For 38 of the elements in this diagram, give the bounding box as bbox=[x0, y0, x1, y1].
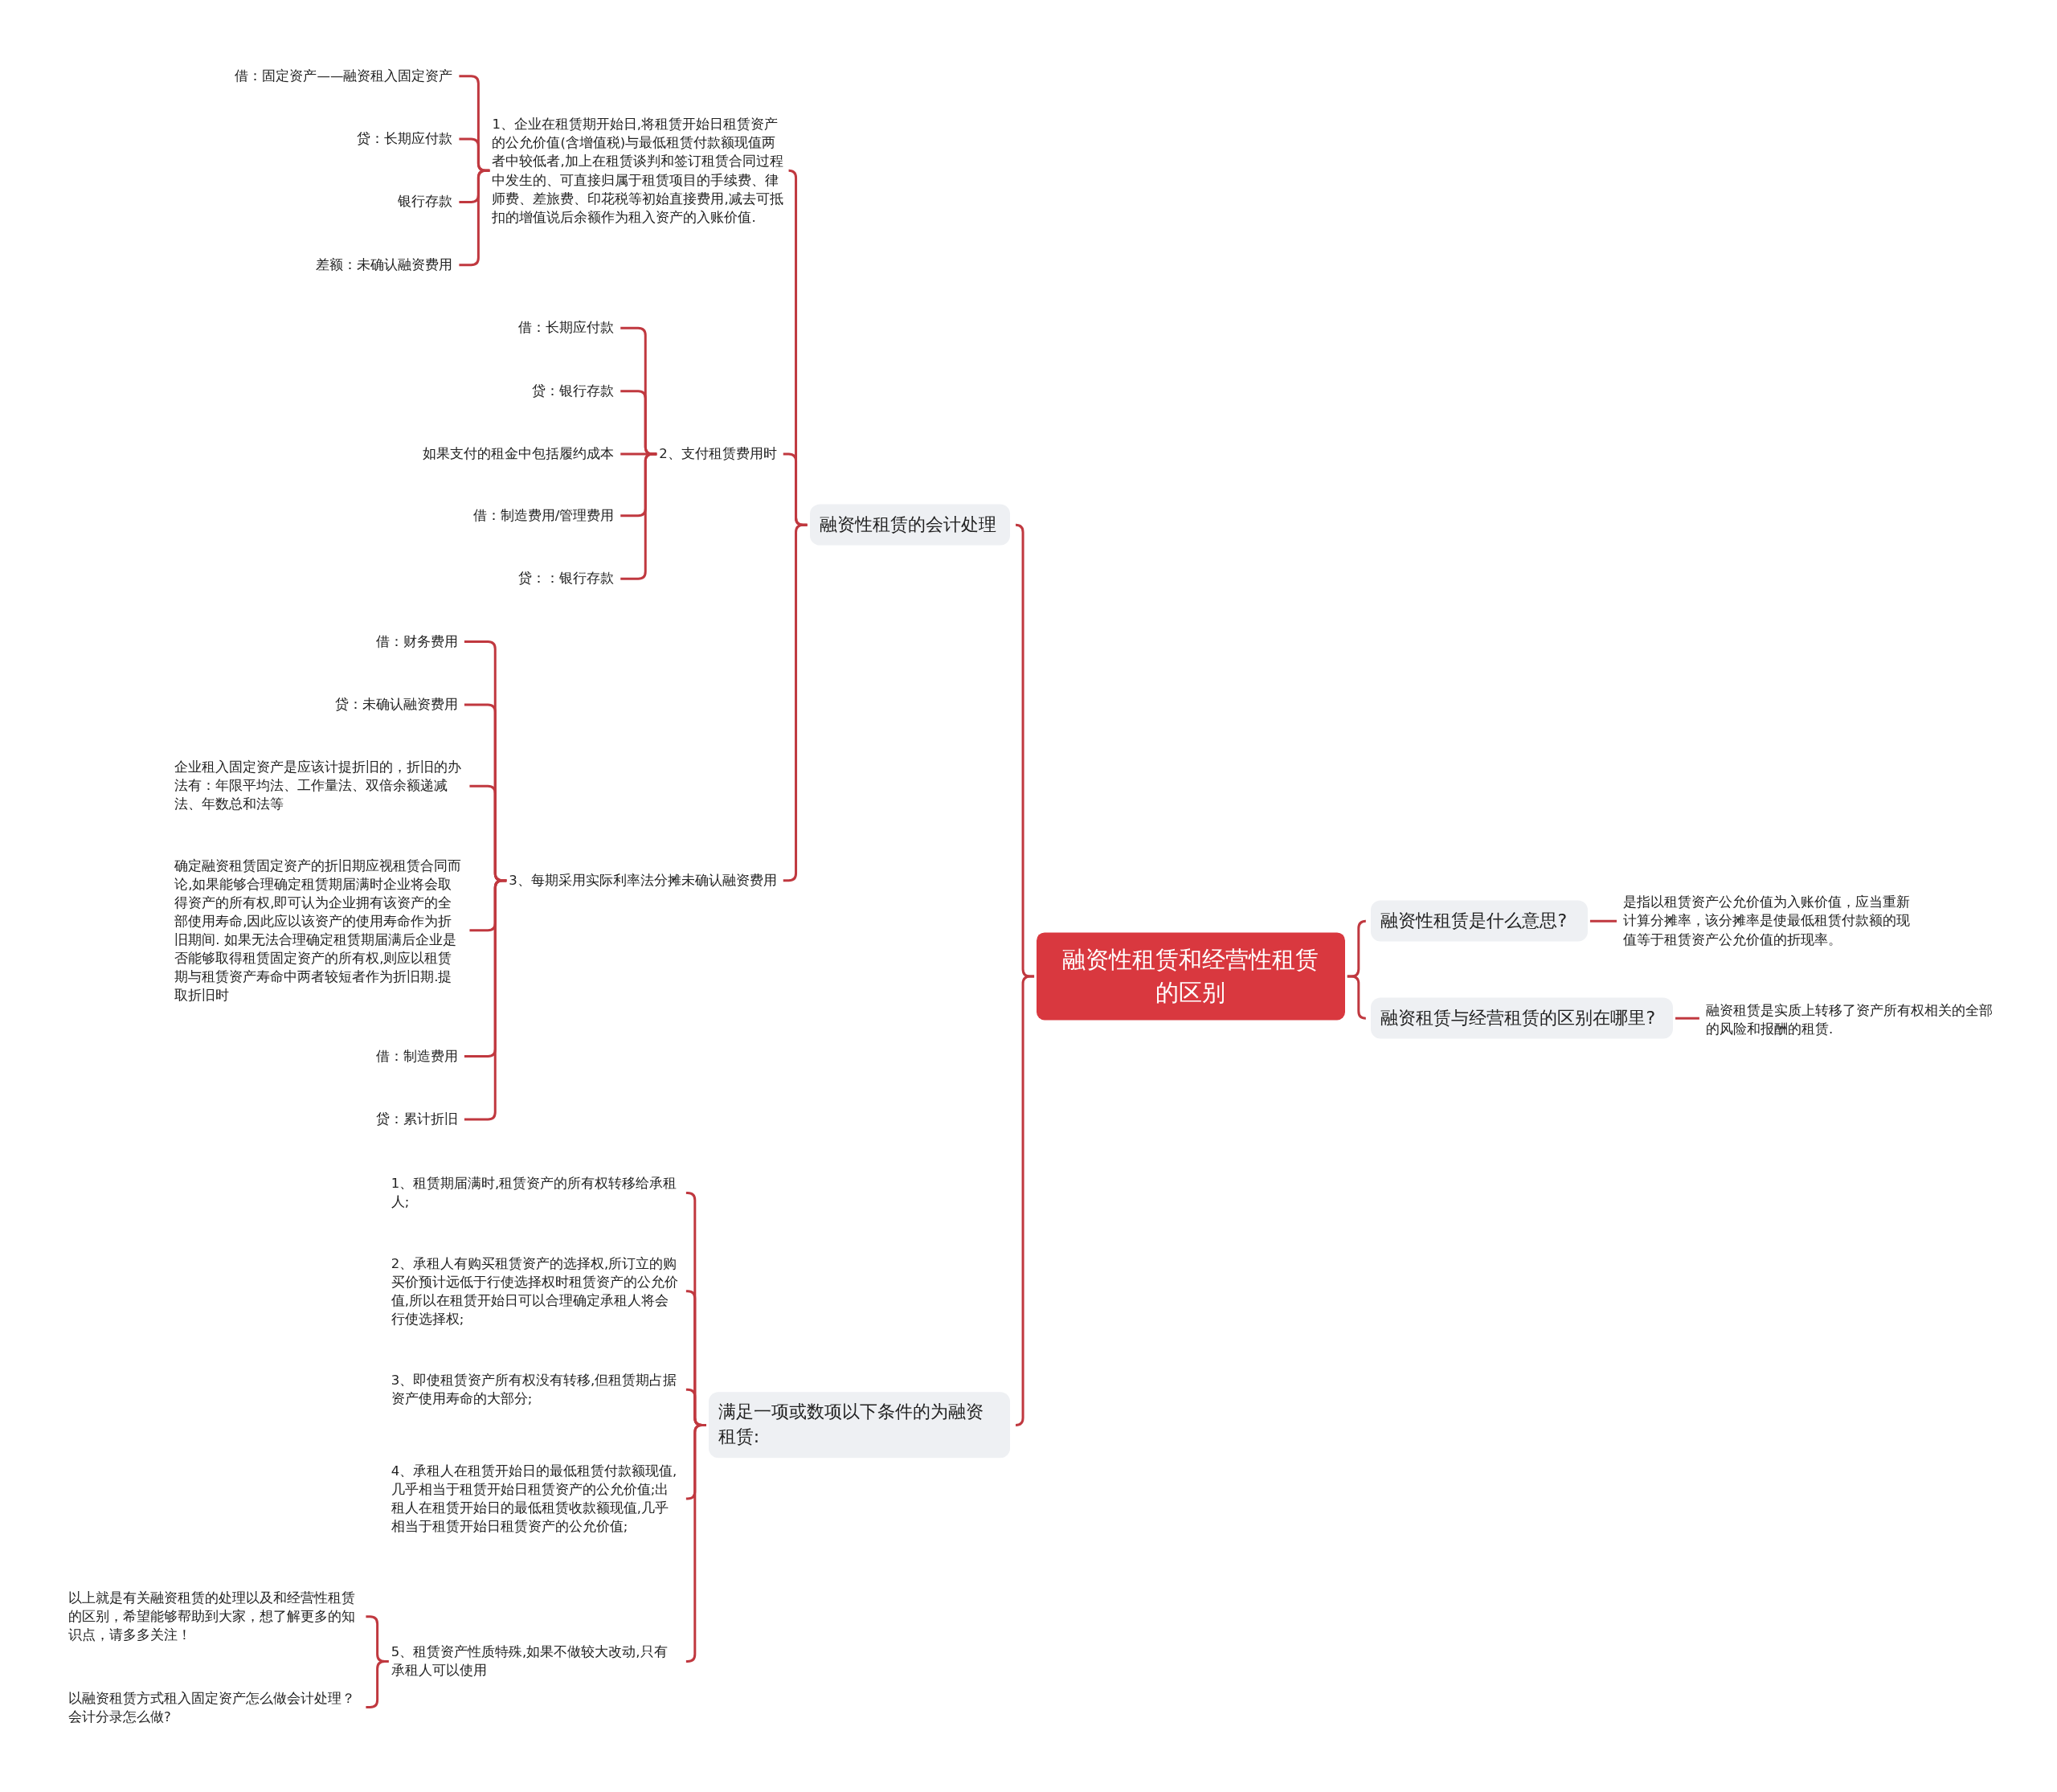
topic-text: 贷：未确认融资费用 bbox=[334, 695, 458, 714]
topic-text: 借：制造费用/管理费用 bbox=[472, 506, 615, 526]
central-topic-box: 融资性租赁和经营性租赁的区别 bbox=[1037, 932, 1345, 1021]
topic-text: 银行存款 bbox=[398, 192, 453, 211]
topic-text: 借：固定资产——融资租入固定资产 bbox=[235, 67, 453, 86]
topic-text: 以融资租赁方式租入固定资产怎么做会计处理？会计分录怎么做? bbox=[67, 1688, 360, 1726]
topic-text: 3、即使租赁资产所有权没有转移,但租赁期占据资产使用寿命的大部分; bbox=[391, 1371, 680, 1409]
topic-text: 2、承租人有购买租赁资产的选择权,所订立的购买价预计远低于行使选择权时租赁资产的公允价值,所以在租赁开始日可以合理确定承租人将会行使选择权; bbox=[391, 1254, 680, 1329]
topic-text: 借：长期应付款 bbox=[518, 318, 615, 338]
topic-text: 贷：长期应付款 bbox=[357, 129, 453, 149]
topic-text: 贷：累计折旧 bbox=[375, 1110, 458, 1129]
topic-text: 以上就是有关融资租赁的处理以及和经营性租赁的区别，希望能够帮助到大家，想了解更多的知识点，请多多关注！ bbox=[67, 1589, 360, 1645]
topic-box: 满足一项或数项以下条件的为融资租赁: bbox=[708, 1392, 1011, 1459]
connector-line bbox=[464, 879, 507, 1121]
topic-text: 如果支付的租金中包括履约成本 bbox=[423, 444, 615, 464]
topic-text: 差额：未确认融资费用 bbox=[316, 256, 453, 275]
connector-line bbox=[685, 1423, 706, 1663]
topic-text: 企业租入固定资产是应该计提折旧的，折旧的办法有：年限平均法、工作量法、双倍余额递减法、年数总和法等 bbox=[174, 758, 464, 814]
topic-text: 借：制造费用 bbox=[375, 1047, 458, 1066]
topic-text: 1、租赁期届满时,租赁资产的所有权转移给承租人; bbox=[391, 1174, 680, 1212]
topic-text: 3、每期采用实际利率法分摊未确认融资费用 bbox=[509, 871, 777, 890]
connector-line bbox=[1014, 975, 1035, 1426]
topic-text: 融资租赁是实质上转移了资产所有权相关的全部的风险和报酬的租赁. bbox=[1705, 1000, 1998, 1038]
topic-text: 4、承租人在租赁开始日的最低租赁付款额现值,几乎相当于租赁开始日租赁资产的公允价值;出租人在租赁开始日的最低租赁收款额现值,几乎相当于租赁开始日租赁资产的公允价值; bbox=[391, 1461, 680, 1536]
topic-text: 借：财务费用 bbox=[375, 632, 458, 652]
connector-line bbox=[1589, 919, 1617, 923]
topic-text: 贷：银行存款 bbox=[532, 382, 615, 401]
topic-box: 融资性租赁的会计处理 bbox=[809, 504, 1011, 546]
topic-text: 贷：：银行存款 bbox=[518, 569, 615, 588]
connector-line bbox=[1675, 1017, 1699, 1020]
topic-text: 2、支付租赁费用时 bbox=[659, 444, 777, 464]
topic-text: 确定融资租赁固定资产的折旧期应视租赁合同而论,如果能够合理确定租赁期届满时企业将会取得资产的所有权,即可认为企业拥有该资产的全部使用寿命,因此应以该资产的使用寿命作为折旧期间. 如果无法合理确定租赁期届满后企业是否能够取得租赁固定资产的所有权,则应以租赁期与租赁资产寿命中两者较短者作为折旧期.提取折旧时 bbox=[174, 856, 464, 1005]
topic-text: 1、企业在租赁期开始日,将租赁开始日租赁资产的公允价值(含增值税)与最低租赁付款额现值两者中较低者,加上在租赁谈判和签订租赁合同过程中发生的、可直接归属于租赁项目的手续费、律师费、差旅费、印花税等初始直接费用,减去可抵扣的增值说后余额作为租入资产的入账价值. bbox=[492, 115, 783, 227]
topic-box: 融资租赁与经营租赁的区别在哪里? bbox=[1371, 997, 1674, 1039]
connector-line bbox=[1347, 975, 1368, 1020]
topic-text: 5、租赁资产性质特殊,如果不做较大改动,只有承租人可以使用 bbox=[391, 1643, 680, 1680]
topic-box: 融资性租赁是什么意思? bbox=[1371, 900, 1588, 942]
topic-text: 是指以租赁资产公允价值为入账价值，应当重新计算分摊率，该分摊率是使最低租赁付款额的现值等于租赁资产公允价值的折现率。 bbox=[1623, 893, 1915, 949]
